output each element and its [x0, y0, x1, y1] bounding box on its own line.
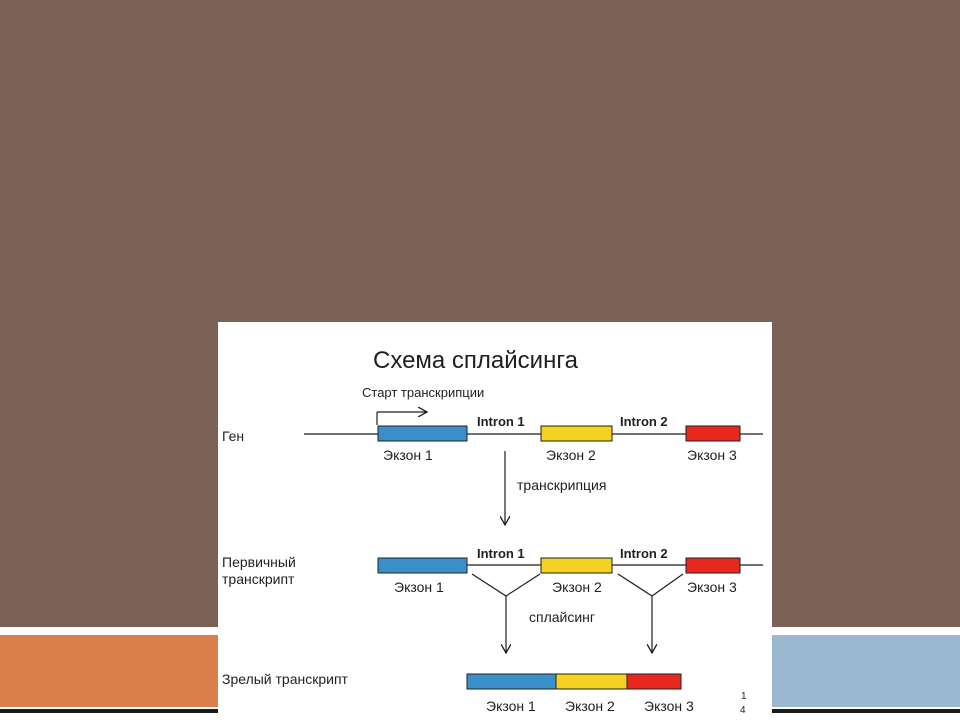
primary-exon2: [540, 557, 613, 574]
splice-intron1-mark: [471, 573, 541, 597]
mature-exon1-label: Экзон 1: [486, 698, 536, 714]
gene-label: Ген: [222, 428, 244, 444]
primary-exon1: [377, 557, 468, 574]
splicing-figure: Схема сплайсинга Старт транскрипции Ген …: [218, 322, 772, 720]
gene-intron1-label: Intron 1: [477, 414, 525, 429]
start-arrow: [376, 412, 426, 425]
accent-band-left: [0, 635, 218, 707]
mature-exon3-label: Экзон 3: [644, 698, 694, 714]
page-number-top: 1: [741, 691, 747, 702]
transcription-label: транскрипция: [517, 477, 606, 493]
primary-exon3-label: Экзон 3: [687, 579, 737, 595]
primary-intron1-label: Intron 1: [477, 546, 525, 561]
mature-exon3: [626, 673, 682, 690]
gene-exon1-label: Экзон 1: [383, 447, 433, 463]
accent-band-right: [772, 635, 960, 707]
diagram-title: Схема сплайсинга: [373, 347, 579, 374]
start-transcription-label: Старт транскрипции: [362, 385, 484, 400]
primary-intron2-label: Intron 2: [620, 546, 668, 561]
mature-exon2: [555, 673, 628, 690]
mature-transcript-label: Зрелый транскрипт: [222, 671, 349, 687]
gene-exon3-label: Экзон 3: [687, 447, 737, 463]
gene-exon2-label: Экзон 2: [546, 447, 596, 463]
page-number-bottom: 4: [740, 705, 746, 716]
gene-intron2-label: Intron 2: [620, 414, 668, 429]
primary-transcript-label-line2: транскрипт: [222, 571, 295, 587]
primary-exon2-label: Экзон 2: [552, 579, 602, 595]
splicing-diagram: Схема сплайсинга Старт транскрипции Ген …: [222, 347, 763, 716]
gene-exon1: [377, 425, 468, 442]
mature-exon1: [466, 673, 557, 690]
splicing-label: сплайсинг: [529, 609, 595, 625]
primary-exon3: [685, 557, 741, 574]
primary-exon1-label: Экзон 1: [394, 579, 444, 595]
gene-exon3: [685, 425, 741, 442]
gene-exon2: [540, 425, 613, 442]
primary-transcript-label-line1: Первичный: [222, 554, 296, 570]
splice-intron2-mark: [617, 573, 684, 597]
mature-exon2-label: Экзон 2: [565, 698, 615, 714]
